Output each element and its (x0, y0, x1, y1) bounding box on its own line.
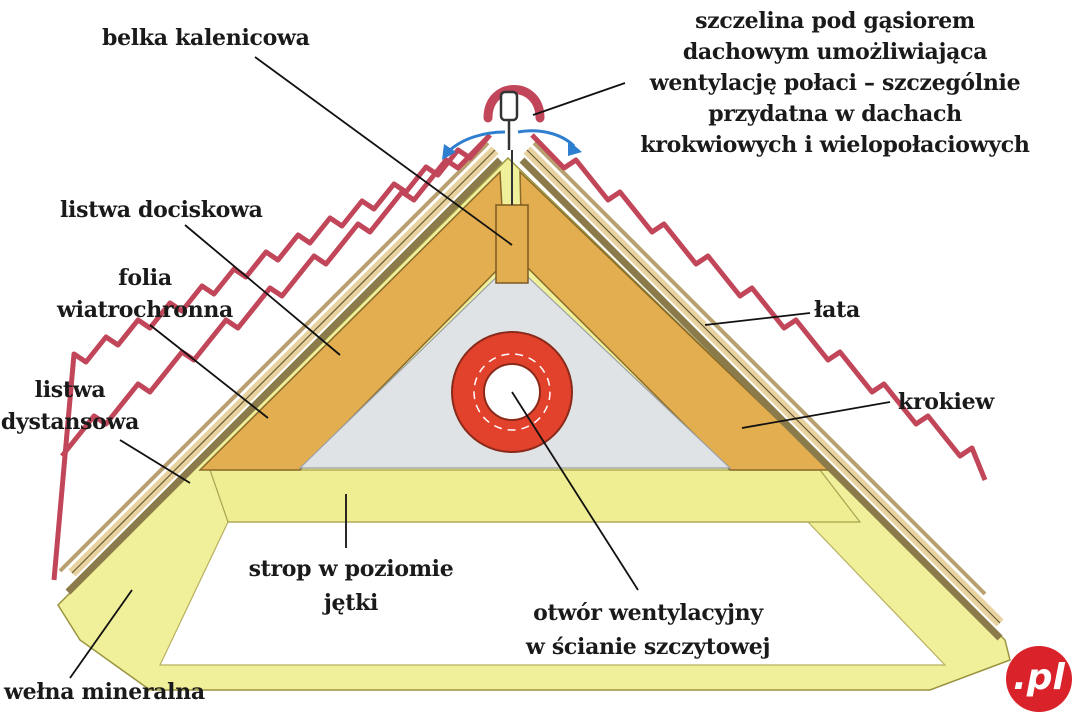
airflow-arrow-right (517, 129, 576, 148)
collar-ceiling (209, 469, 862, 523)
label-strop-line-2: jętki (323, 590, 379, 616)
label-otwor-line-2: w ścianie szczytowej (525, 634, 771, 660)
label-szczelina: szczelina pod gąsiorem dachowym umożliwi… (630, 6, 1040, 161)
leader-welna (69, 589, 133, 679)
airflow-arrow-left-head (442, 144, 456, 160)
label-otwor-line-1: otwór wentylacyjny (533, 600, 763, 626)
batten-strip-right (532, 141, 987, 596)
label-folia: folia wiatrochronna (30, 262, 260, 326)
label-szczelina-line-2: dachowym umożliwiająca (682, 39, 988, 65)
label-szczelina-line-3: wentylację połaci – szczególnie (649, 70, 1021, 96)
counter-batten-right-edge (526, 149, 1001, 624)
gable-vent-brick-joints (473, 353, 551, 431)
label-listwa-dystansowa-line-2: dystansowa (0, 409, 140, 435)
wind-membrane-right (519, 157, 1003, 641)
label-strop: strop w poziomie jętki (236, 552, 466, 620)
ridge-cap-clip (499, 90, 519, 122)
batten-strip-left (58, 141, 490, 573)
leader-folia (149, 324, 269, 419)
airflow-arrow-left (446, 130, 506, 154)
leader-otwor (511, 391, 639, 591)
leader-krokiew (741, 401, 891, 429)
label-folia-line-2: wiatrochronna (57, 297, 233, 323)
label-belka-kalenicowa: belka kalenicowa (102, 25, 310, 51)
ridge-cap-tile (483, 85, 545, 123)
label-folia-line-1: folia (118, 265, 172, 291)
label-listwa-dystansowa-line-1: listwa (34, 377, 106, 403)
leader-lata (704, 312, 811, 326)
airflow-arrow-right-head (568, 140, 582, 156)
wind-membrane-left (65, 157, 503, 595)
label-szczelina-line-5: krokwiowych i wielopołaciowych (640, 132, 1030, 158)
leader-listwa-dystansowa (119, 439, 191, 484)
label-szczelina-line-1: szczelina pod gąsiorem (695, 8, 975, 34)
label-strop-line-1: strop w poziomie (248, 556, 454, 582)
counter-batten-left-edge (71, 149, 496, 574)
leader-lines (69, 56, 891, 679)
leader-listwa-dociskowa (184, 224, 341, 356)
label-otwor: otwór wentylacyjny w ścianie szczytowej (498, 596, 798, 664)
label-welna-mineralna: wełna mineralna (4, 679, 205, 705)
roof-tiles-left (51, 133, 492, 581)
roof-tiles-right (530, 133, 988, 481)
label-listwa-dociskowa: listwa dociskowa (60, 197, 263, 223)
label-listwa-dystansowa: listwa dystansowa (0, 374, 140, 438)
leader-belka-kalenicowa (254, 56, 513, 246)
brand-logo: .pl (1006, 646, 1072, 712)
brand-logo-text: .pl (1013, 657, 1065, 698)
leader-szczelina (532, 82, 626, 116)
label-szczelina-line-4: przydatna w dachach (708, 101, 962, 127)
label-krokiew: krokiew (898, 389, 994, 415)
label-lata: łata (814, 297, 860, 323)
roof-tiles-left-lower (60, 133, 492, 458)
